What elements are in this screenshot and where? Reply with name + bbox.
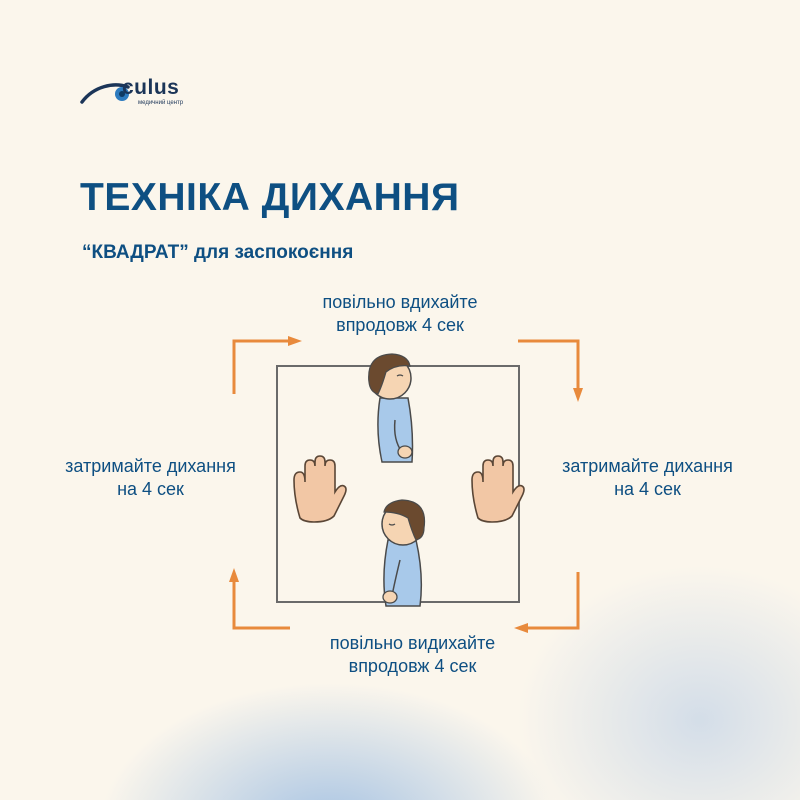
- boy-exhale-icon: [381, 499, 426, 607]
- logo-text: culus: [122, 76, 180, 99]
- step-right-label: затримайте дихання на 4 сек: [520, 455, 775, 501]
- hand-right-icon: [471, 455, 525, 523]
- logo: culus медичний центр: [80, 76, 200, 110]
- hand-left-icon: [293, 455, 347, 523]
- page-title: ТЕХНІКА ДИХАННЯ: [80, 176, 460, 219]
- arrow-top-left: [232, 339, 294, 394]
- step-left-label: затримайте дихання на 4 сек: [28, 455, 273, 501]
- step-right-line1: затримайте дихання: [562, 456, 733, 476]
- arrow-top-right: [518, 339, 580, 392]
- logo-tagline: медичний центр: [138, 100, 184, 106]
- eye-logo-icon: [80, 83, 130, 104]
- page-subtitle: “КВАДРАТ” для заспокоєння: [82, 242, 354, 263]
- step-top-line1: повільно вдихайте: [322, 292, 478, 312]
- step-left-line1: затримайте дихання: [65, 456, 236, 476]
- step-bottom-label: повільно видихайте впродовж 4 сек: [290, 632, 535, 678]
- step-top-label: повільно вдихайте впродовж 4 сек: [280, 291, 520, 337]
- arrowheads: [229, 336, 583, 633]
- step-top-line2: впродовж 4 сек: [336, 315, 464, 335]
- step-bottom-line2: впродовж 4 сек: [348, 656, 477, 676]
- arrow-bottom-right: [522, 572, 580, 630]
- arrow-bottom-left: [232, 578, 290, 630]
- step-right-line2: на 4 сек: [614, 479, 681, 499]
- arrowhead-down: [573, 388, 583, 402]
- corner-arrows: [232, 339, 580, 630]
- boy-inhale-icon: [368, 353, 414, 463]
- step-bottom-line1: повільно видихайте: [329, 633, 496, 653]
- arrowhead-left: [514, 623, 528, 633]
- arrowhead-up: [229, 568, 239, 582]
- step-left-line2: на 4 сек: [117, 479, 184, 499]
- arrowhead-right: [288, 336, 302, 346]
